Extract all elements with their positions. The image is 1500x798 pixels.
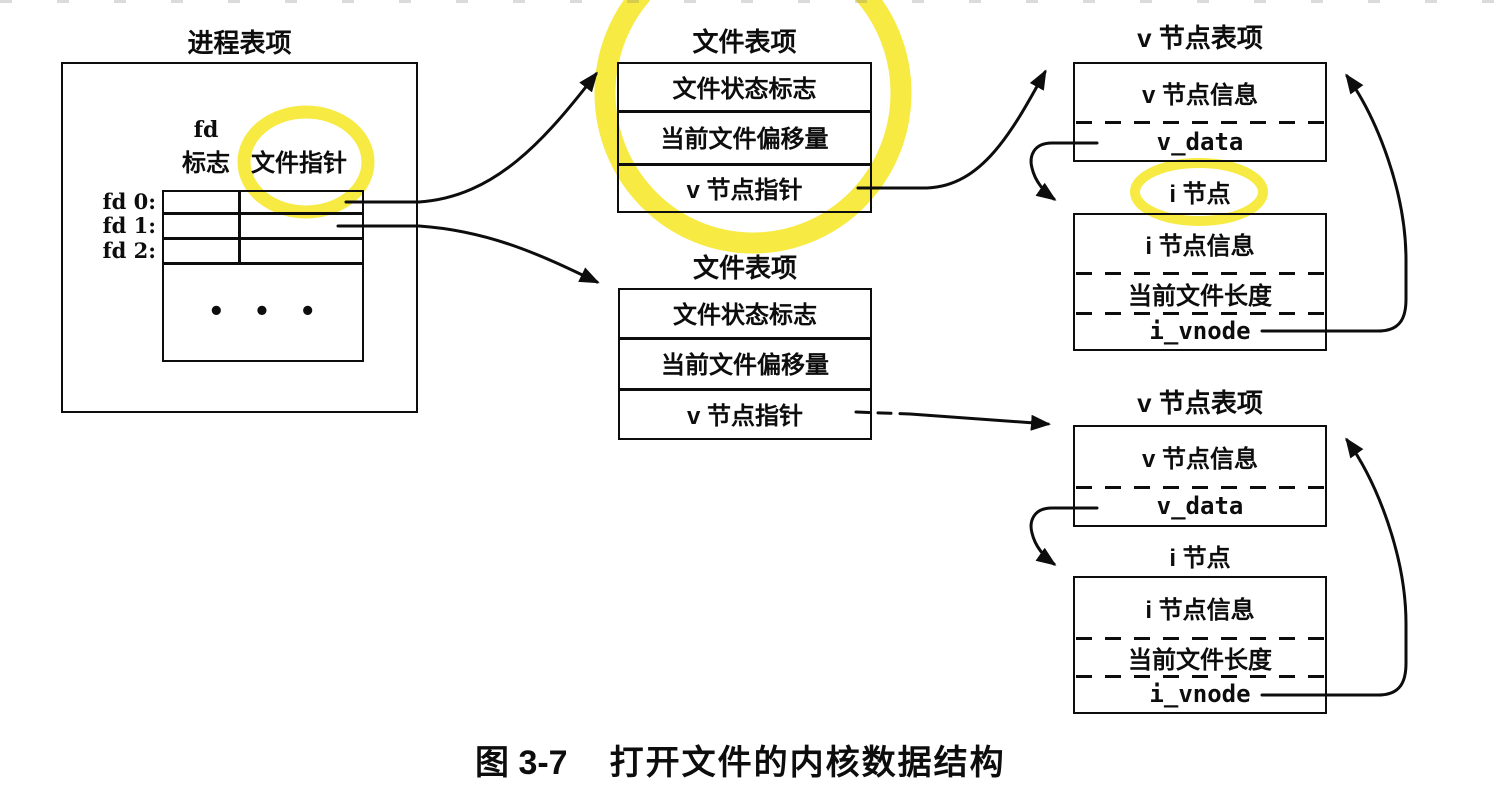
vnode-table-1-title: v 节点表项 [1137, 22, 1263, 53]
inode-table-1-row-ivnode: i_vnode [1149, 317, 1251, 345]
vnode-table-1-dashed-divider [1076, 121, 1324, 124]
file-table-1-row-offset: 当前文件偏移量 [660, 125, 829, 153]
file-table-2-divider-2 [618, 388, 872, 391]
arrow-file-table-2-to-vnode-2 [908, 412, 1051, 431]
file-table-1-row-vnode-pointer: v 节点指针 [686, 176, 803, 204]
file-table-2-row-status-flags: 文件状态标志 [673, 301, 817, 329]
figure-caption: 图 3-7 打开文件的内核数据结构 [475, 735, 1006, 784]
fd-row-label-1: fd 1: [102, 213, 156, 238]
file-table-2-row-offset: 当前文件偏移量 [661, 351, 829, 379]
vnode-table-2-dashed-divider [1076, 486, 1324, 489]
fd-grid-line-1 [162, 212, 364, 215]
file-table-2-title: 文件表项 [692, 252, 797, 283]
file-table-1-divider-2 [617, 163, 872, 166]
fd-column-header-flags: 标志 [182, 149, 230, 177]
figure-caption-label: 图 3-7 [475, 744, 568, 782]
fd-grid-line-2 [162, 237, 364, 240]
vnode-table-2-row-info: v 节点信息 [1141, 445, 1258, 473]
arrow-file-table-1-to-vnode-1 [856, 69, 1047, 190]
vnode-table-2-title: v 节点表项 [1137, 387, 1263, 418]
fd-grid-ellipsis: • • • [208, 297, 318, 327]
inode-table-1-row-length: 当前文件长度 [1128, 282, 1272, 310]
file-table-2-divider-1 [618, 337, 872, 340]
fd-grid-box [162, 190, 364, 362]
inode-table-2-dashed-divider-2 [1076, 675, 1324, 678]
vnode-table-1-row-info: v 节点信息 [1141, 81, 1258, 109]
fd-row-label-2: fd 2: [102, 238, 156, 263]
inode-table-1-row-info: i 节点信息 [1145, 232, 1255, 260]
inode-table-1-dashed-divider-2 [1076, 312, 1324, 315]
inode-table-2-row-ivnode: i_vnode [1149, 680, 1251, 708]
vnode-table-1-row-vdata: v_data [1156, 128, 1244, 156]
inode-table-2-dashed-divider-1 [1076, 637, 1324, 640]
vnode-table-2-row-vdata: v_data [1156, 492, 1244, 520]
inode-2-label: i 节点 [1169, 544, 1231, 572]
file-table-1-divider-1 [617, 110, 872, 113]
process-table-title: 进程表项 [187, 27, 292, 58]
scan-noise-strip [0, 0, 1500, 3]
file-table-1-row-status-flags: 文件状态标志 [672, 75, 817, 103]
fd-grid-column-divider [238, 190, 241, 262]
fd-row-label-0: fd 0: [102, 189, 156, 214]
inode-1-label: i 节点 [1169, 180, 1231, 208]
file-table-2-row-vnode-pointer: v 节点指针 [686, 402, 803, 430]
fd-column-header-pointer: 文件指针 [251, 149, 347, 177]
inode-table-2-row-length: 当前文件长度 [1128, 646, 1272, 674]
file-table-1-title: 文件表项 [692, 26, 797, 57]
file-table-2-box [618, 288, 872, 440]
fd-column-header-fd: fd [193, 117, 219, 143]
fd-grid-line-3 [162, 262, 364, 265]
figure-caption-title: 打开文件的内核数据结构 [609, 744, 1006, 782]
inode-table-2-row-info: i 节点信息 [1145, 596, 1255, 624]
inode-table-1-dashed-divider-1 [1076, 272, 1324, 275]
